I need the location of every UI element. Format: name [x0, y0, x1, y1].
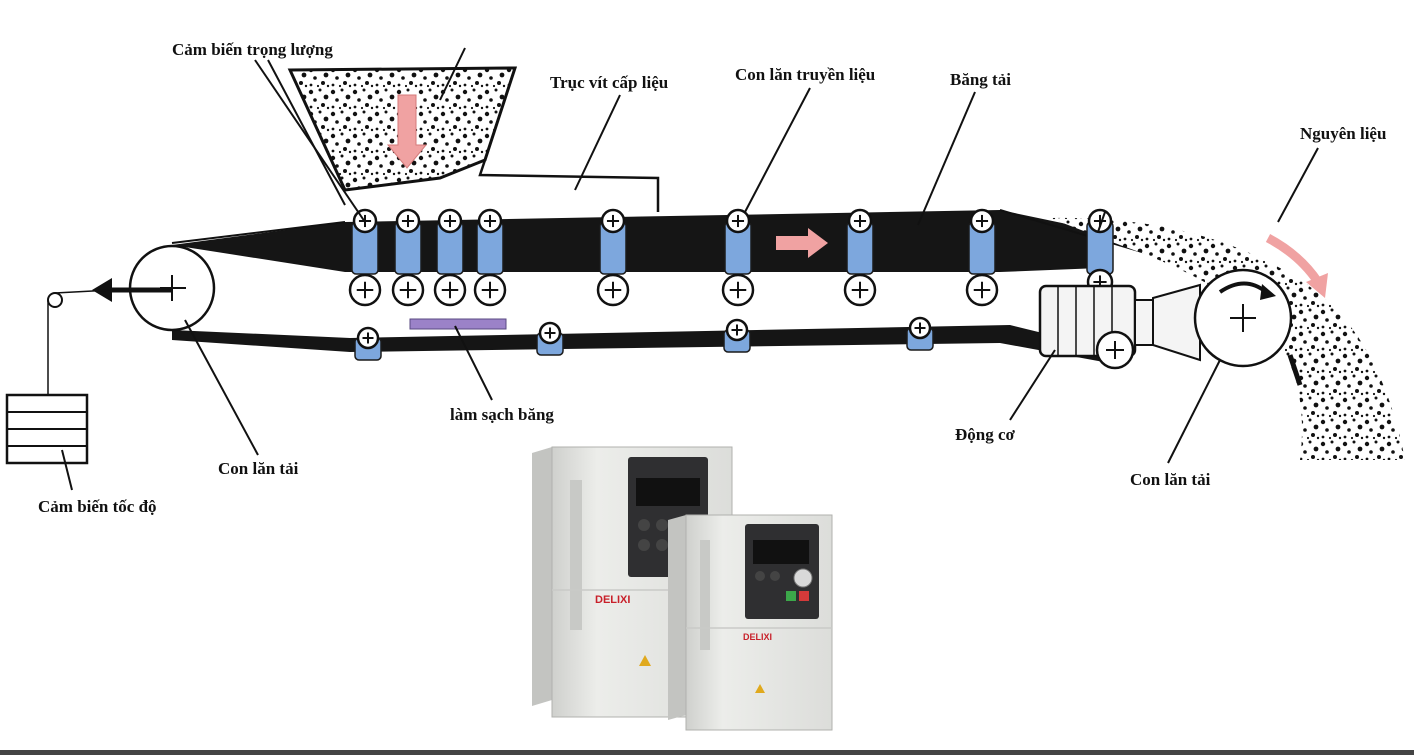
label-raw-material: Nguyên liệu: [1300, 124, 1386, 143]
carry-roller: [1086, 208, 1114, 296]
carry-roller: [391, 208, 425, 307]
feed-hopper: [287, 66, 660, 212]
label-conveyor-belt: Băng tải: [950, 70, 1011, 89]
carry-roller: [721, 208, 755, 307]
return-roller: [723, 318, 751, 353]
label-weight-sensor: Cảm biến trọng lượng: [172, 40, 333, 59]
drive-motor: [1038, 283, 1303, 386]
carry-roller: [843, 208, 877, 307]
carry-roller: [348, 208, 382, 307]
bottom-border: [0, 750, 1414, 755]
carry-roller: [473, 208, 507, 307]
label-speed-sensor: Cảm biến tốc độ: [38, 497, 157, 516]
feed-screw-housing: [478, 159, 660, 212]
rotation-arrow-icon: [1260, 284, 1276, 300]
discharge-arrow-icon: [1306, 273, 1328, 298]
carry-roller: [433, 208, 467, 307]
vfd-large-brand: DELIXI: [595, 594, 630, 606]
head-pulley: [1193, 268, 1293, 368]
belt-direction-arrow-icon: [776, 228, 828, 258]
label-load-roller-right: Con lăn tải: [1130, 470, 1211, 489]
label-transfer-roller: Con lăn truyền liệu: [735, 65, 875, 84]
belt-cleaner: [409, 318, 507, 330]
carry-roller: [965, 208, 999, 307]
vfd-small-brand: DELIXI: [743, 632, 772, 642]
label-belt-cleaning: làm sạch băng: [450, 405, 554, 424]
return-roller: [354, 326, 382, 361]
return-roller: [536, 321, 564, 356]
carry-roller: [596, 208, 630, 307]
upper-rollers: [348, 208, 1114, 307]
return-rollers: [354, 316, 934, 361]
vfd-small: DELIXI: [668, 514, 833, 731]
label-feed-screw: Trục vít cấp liệu: [550, 73, 668, 92]
discharged-material: [1050, 217, 1405, 460]
feed-down-arrow-icon: [386, 94, 428, 169]
label-load-roller-left: Con lăn tải: [218, 459, 299, 478]
sensor-pulley-icon: [47, 292, 63, 308]
return-roller: [906, 316, 934, 351]
label-motor: Động cơ: [955, 425, 1016, 444]
discharge-arrow: [1265, 234, 1322, 285]
leader-lines: [61, 47, 1319, 491]
speed-sensor-box: [5, 393, 89, 465]
speed-sensor-linkage: [47, 278, 172, 395]
